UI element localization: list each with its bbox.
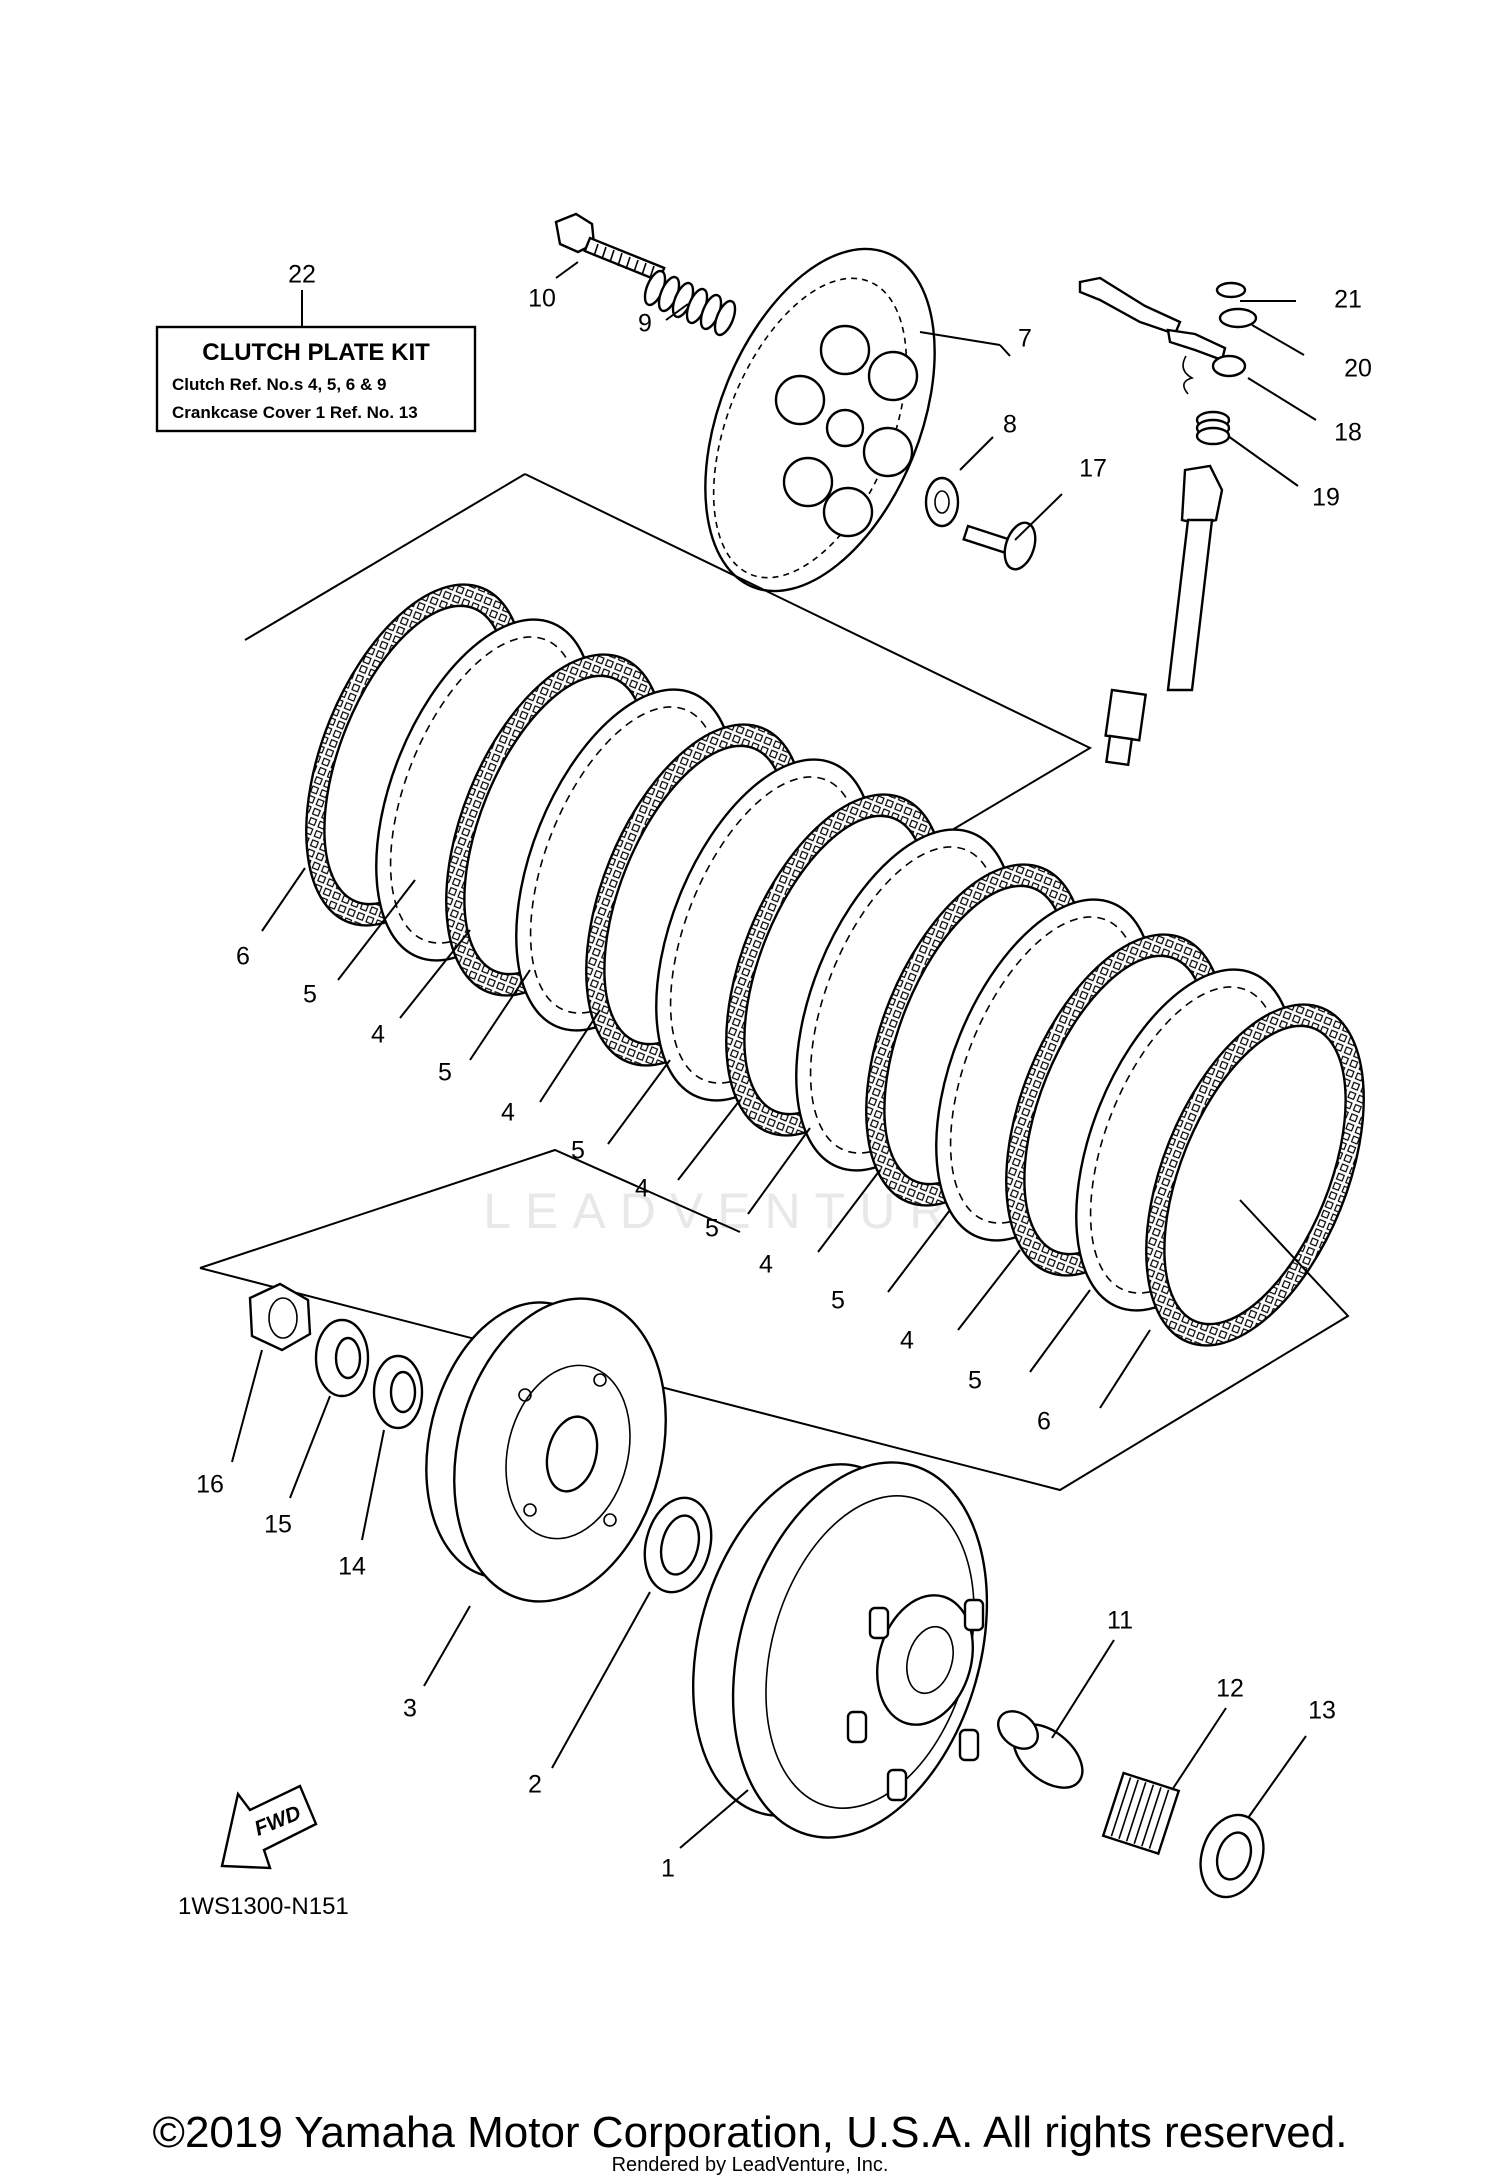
thrust-plate-part xyxy=(643,1496,713,1594)
callout-15: 15 xyxy=(264,1511,292,1539)
callout-numbers: 22 10 9 7 8 17 21 20 18 19 6 5 4 5 4 5 4… xyxy=(196,261,1372,1883)
callout-5: 5 xyxy=(438,1059,452,1087)
lower-clutch-parts xyxy=(248,1282,1265,1899)
callout-5: 5 xyxy=(831,1287,845,1315)
needle-bearing-part xyxy=(1101,1771,1181,1856)
callout-6: 6 xyxy=(1037,1408,1051,1436)
callout-8: 8 xyxy=(1003,411,1017,439)
clutch-housing-part xyxy=(691,1461,989,1839)
leader-lines xyxy=(231,261,1317,1849)
callout-12: 12 xyxy=(1216,1675,1244,1703)
callout-22: 22 xyxy=(288,261,316,289)
pressure-plate-assembly xyxy=(554,212,1037,593)
callout-21: 21 xyxy=(1334,286,1362,314)
callout-5: 5 xyxy=(968,1367,982,1395)
nut-part xyxy=(248,1282,312,1352)
callout-19: 19 xyxy=(1312,484,1340,512)
callout-7: 7 xyxy=(1018,325,1032,353)
callout-14: 14 xyxy=(338,1553,366,1581)
callout-4: 4 xyxy=(759,1251,773,1279)
collar-part xyxy=(997,1710,1084,1789)
washer-part xyxy=(314,1318,370,1398)
clutch-plate-kit-box: CLUTCH PLATE KIT Clutch Ref. No.s 4, 5, … xyxy=(155,290,477,433)
clutch-boss-part xyxy=(425,1297,667,1603)
callout-4: 4 xyxy=(371,1021,385,1049)
callout-3: 3 xyxy=(403,1695,417,1723)
crankcase-washer-part xyxy=(1199,1813,1265,1899)
callout-17: 17 xyxy=(1079,455,1107,483)
kit-line-crankcase: Crankcase Cover 1 Ref. No. 13 xyxy=(172,403,418,422)
callout-6: 6 xyxy=(236,943,250,971)
bolt-part xyxy=(554,212,666,283)
callout-5: 5 xyxy=(571,1137,585,1165)
push-lever-assembly xyxy=(1078,276,1258,767)
callout-4: 4 xyxy=(501,1099,515,1127)
rendered-by-credit: Rendered by LeadVenture, Inc. xyxy=(611,2154,889,2176)
callout-18: 18 xyxy=(1334,419,1362,447)
callout-4: 4 xyxy=(900,1327,914,1355)
callout-5: 5 xyxy=(303,981,317,1009)
kit-title: CLUTCH PLATE KIT xyxy=(202,339,430,366)
callout-9: 9 xyxy=(638,310,652,338)
callout-2: 2 xyxy=(528,1771,542,1799)
callout-5: 5 xyxy=(705,1215,719,1243)
fwd-arrow-icon: FWD xyxy=(220,1784,318,1870)
callout-1: 1 xyxy=(661,1855,675,1883)
thrust-washer-part xyxy=(372,1354,424,1430)
spring-part xyxy=(643,269,737,337)
clutch-plate-stack xyxy=(305,583,1365,1347)
kit-line-clutch: Clutch Ref. No.s 4, 5, 6 & 9 xyxy=(172,375,386,394)
pressure-plate-part xyxy=(704,247,936,593)
callout-20: 20 xyxy=(1344,355,1372,383)
callout-16: 16 xyxy=(196,1471,224,1499)
diagram-code: 1WS1300-N151 xyxy=(178,1893,349,1920)
callout-11: 11 xyxy=(1107,1607,1133,1635)
push-rod-part xyxy=(962,521,1037,571)
callout-13: 13 xyxy=(1308,1697,1336,1725)
copyright-notice: ©2019 Yamaha Motor Corporation, U.S.A. A… xyxy=(152,2108,1348,2157)
callout-4: 4 xyxy=(635,1175,649,1203)
bearing-part xyxy=(924,476,960,528)
callout-10: 10 xyxy=(528,285,556,313)
